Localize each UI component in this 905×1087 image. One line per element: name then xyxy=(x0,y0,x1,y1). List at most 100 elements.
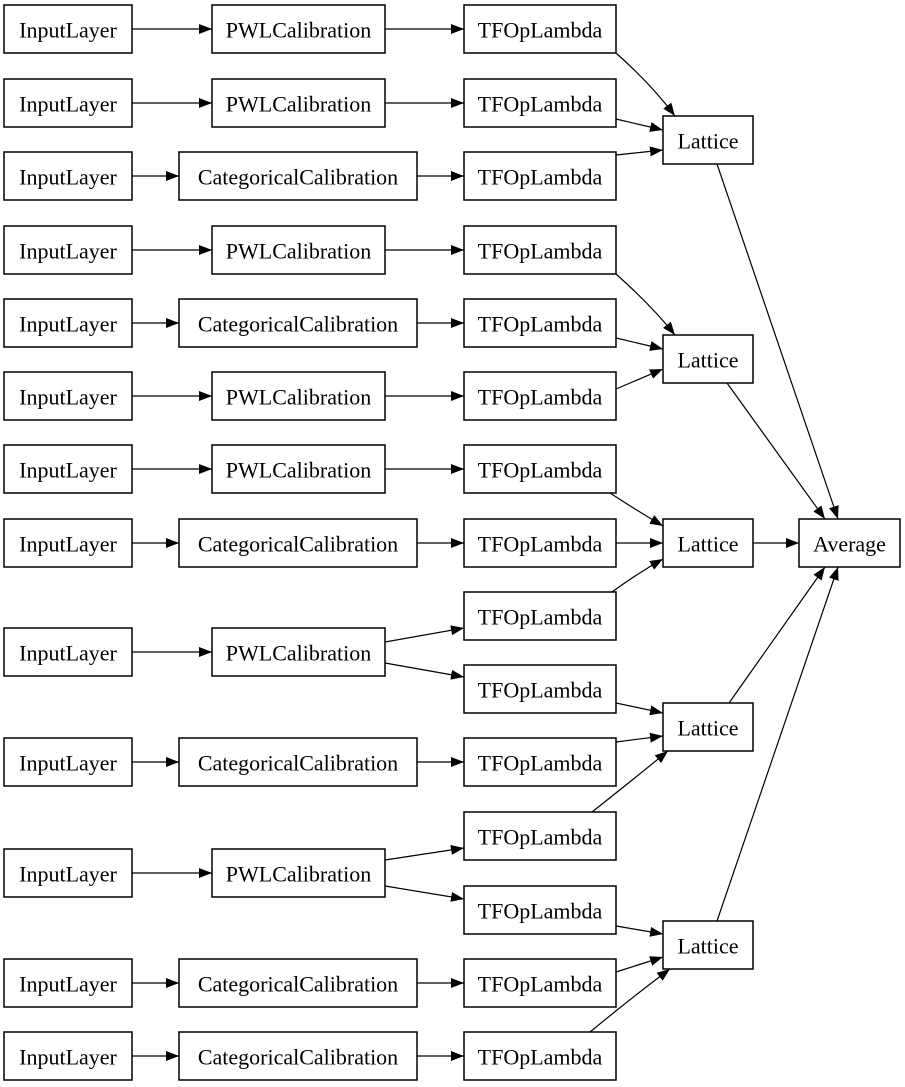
input-6-label: InputLayer xyxy=(19,385,117,410)
input-1-label: InputLayer xyxy=(19,18,117,43)
input-12-label: InputLayer xyxy=(19,972,117,997)
tfop-9-label: TFOpLambda xyxy=(478,605,603,630)
node-tfop-14: TFOpLambda xyxy=(463,958,617,1008)
node-calib-2: PWLCalibration xyxy=(211,78,386,128)
node-tfop-4: TFOpLambda xyxy=(463,225,617,275)
input-4-box xyxy=(3,225,133,275)
tfop-9-box xyxy=(463,591,617,641)
tfop-2-label: TFOpLambda xyxy=(478,92,603,117)
node-tfop-12: TFOpLambda xyxy=(463,811,617,861)
node-tfop-6: TFOpLambda xyxy=(463,371,617,421)
average-1-label: Average xyxy=(813,532,886,557)
node-calib-5: CategoricalCalibration xyxy=(178,298,418,348)
node-input-13: InputLayer xyxy=(3,1031,133,1081)
edge-tfop-15-to-lattice-5 xyxy=(589,968,671,1033)
edge-calib-9-to-tfop-9 xyxy=(384,625,465,643)
tfop-14-box xyxy=(463,958,617,1008)
input-1-box xyxy=(3,4,133,54)
lattice-2-label: Lattice xyxy=(677,348,738,373)
input-10-box xyxy=(3,737,133,787)
input-7-box xyxy=(3,444,133,494)
calib-4-label: PWLCalibration xyxy=(226,239,371,264)
calib-1-box xyxy=(211,4,386,54)
lattice-3-label: Lattice xyxy=(677,532,738,557)
tfop-7-label: TFOpLambda xyxy=(478,458,603,483)
edge-tfop-10-to-lattice-4 xyxy=(615,702,664,716)
input-8-box xyxy=(3,518,133,568)
tfop-6-label: TFOpLambda xyxy=(478,385,603,410)
node-calib-11: PWLCalibration xyxy=(211,848,386,898)
input-11-label: InputLayer xyxy=(19,862,117,887)
calib-8-box xyxy=(178,518,418,568)
node-calib-1: PWLCalibration xyxy=(211,4,386,54)
tfop-4-box xyxy=(463,225,617,275)
lattice-1-box xyxy=(662,115,754,165)
lattice-4-label: Lattice xyxy=(677,716,738,741)
calib-6-box xyxy=(211,371,386,421)
edge-tfop-9-to-lattice-3 xyxy=(611,558,664,593)
tfop-10-box xyxy=(463,664,617,714)
tfop-12-box xyxy=(463,811,617,861)
edge-tfop-6-to-lattice-2 xyxy=(615,368,664,390)
node-calib-13: CategoricalCalibration xyxy=(178,1031,418,1081)
node-tfop-13: TFOpLambda xyxy=(463,885,617,935)
edge-lattice-1-to-average-1 xyxy=(716,163,839,520)
tfop-5-box xyxy=(463,298,617,348)
edge-calib-11-to-tfop-12 xyxy=(384,845,465,861)
tfop-8-box xyxy=(463,518,617,568)
edge-lattice-2-to-average-1 xyxy=(726,382,826,520)
edge-tfop-2-to-lattice-1 xyxy=(615,118,664,132)
calib-9-box xyxy=(211,627,386,677)
calib-11-label: PWLCalibration xyxy=(226,862,371,887)
node-lattice-1: Lattice xyxy=(662,115,754,165)
calib-7-label: PWLCalibration xyxy=(226,458,371,483)
node-calib-8: CategoricalCalibration xyxy=(178,518,418,568)
node-input-2: InputLayer xyxy=(3,78,133,128)
node-calib-12: CategoricalCalibration xyxy=(178,958,418,1008)
node-input-11: InputLayer xyxy=(3,848,133,898)
tfop-1-box xyxy=(463,4,617,54)
edge-tfop-1-to-lattice-1 xyxy=(615,52,676,117)
edge-tfop-11-to-lattice-4 xyxy=(615,732,664,743)
node-calib-7: PWLCalibration xyxy=(211,444,386,494)
tfop-11-box xyxy=(463,737,617,787)
node-calib-6: PWLCalibration xyxy=(211,371,386,421)
calib-11-box xyxy=(211,848,386,898)
tfop-13-box xyxy=(463,885,617,935)
lattice-3-box xyxy=(662,518,754,568)
node-lattice-3: Lattice xyxy=(662,518,754,568)
input-2-box xyxy=(3,78,133,128)
edges-layer xyxy=(132,24,839,1061)
calib-8-label: CategoricalCalibration xyxy=(198,532,398,557)
node-tfop-8: TFOpLambda xyxy=(463,518,617,568)
node-input-5: InputLayer xyxy=(3,298,133,348)
input-9-box xyxy=(3,627,133,677)
input-9-label: InputLayer xyxy=(19,641,117,666)
calib-2-box xyxy=(211,78,386,128)
tfop-2-box xyxy=(463,78,617,128)
input-3-box xyxy=(3,151,133,201)
input-13-box xyxy=(3,1031,133,1081)
input-3-label: InputLayer xyxy=(19,165,117,190)
node-calib-3: CategoricalCalibration xyxy=(178,151,418,201)
input-4-label: InputLayer xyxy=(19,239,117,264)
edge-tfop-3-to-lattice-1 xyxy=(615,146,664,157)
tfop-13-label: TFOpLambda xyxy=(478,899,603,924)
edge-lattice-4-to-average-1 xyxy=(728,566,826,704)
edge-calib-11-to-tfop-13 xyxy=(384,885,465,902)
tfop-4-label: TFOpLambda xyxy=(478,239,603,264)
node-input-4: InputLayer xyxy=(3,225,133,275)
tfop-1-label: TFOpLambda xyxy=(478,18,603,43)
edge-calib-9-to-tfop-10 xyxy=(384,662,465,680)
tfop-6-box xyxy=(463,371,617,421)
node-tfop-10: TFOpLambda xyxy=(463,664,617,714)
calib-9-label: PWLCalibration xyxy=(226,641,371,666)
node-calib-10: CategoricalCalibration xyxy=(178,737,418,787)
tfop-7-box xyxy=(463,444,617,494)
calib-5-label: CategoricalCalibration xyxy=(198,312,398,337)
input-13-label: InputLayer xyxy=(19,1045,117,1070)
tfop-12-label: TFOpLambda xyxy=(478,825,603,850)
lattice-1-label: Lattice xyxy=(677,129,738,154)
